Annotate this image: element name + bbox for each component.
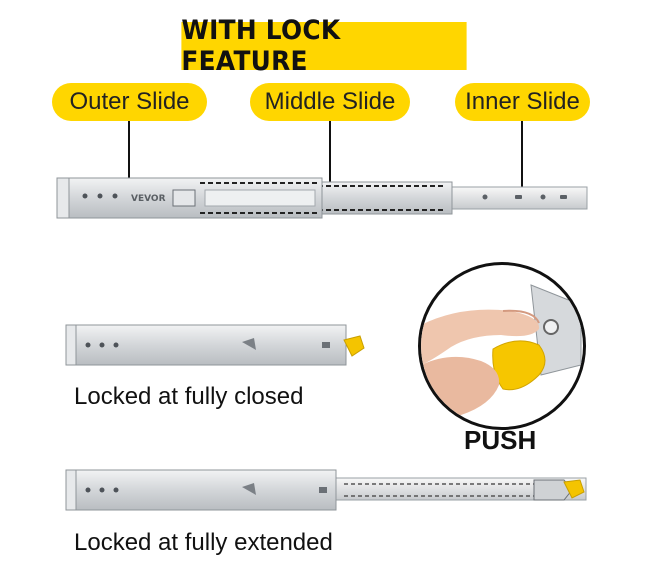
lock-lever-icon-extended [563, 479, 585, 499]
leader-inner [521, 121, 523, 197]
leader-outer [128, 121, 130, 187]
push-label: PUSH [464, 425, 537, 455]
title-text: WITH LOCK FEATURE [181, 15, 341, 77]
label-outer-slide: Outer Slide [52, 83, 207, 121]
slide-locked-extended [65, 469, 587, 511]
hand-press-icon [421, 284, 582, 418]
slide-assembly-extended: VEVOR [56, 177, 588, 219]
label-inner-slide: Inner Slide [455, 83, 590, 121]
caption-locked-closed: Locked at fully closed [74, 383, 304, 410]
title-banner: WITH LOCK FEATURE [181, 15, 467, 77]
label-outer-slide-text: Outer Slide [69, 88, 190, 115]
push-detail-circle [418, 262, 586, 430]
slide-locked-closed [65, 324, 365, 366]
lock-lever [172, 189, 196, 207]
lock-lever-icon [343, 335, 365, 357]
brand-stamp: VEVOR [131, 194, 166, 204]
leader-middle [329, 121, 331, 197]
label-inner-slide-text: Inner Slide [465, 88, 580, 115]
caption-locked-extended: Locked at fully extended [74, 529, 333, 556]
label-middle-slide: Middle Slide [250, 83, 410, 121]
label-middle-slide-text: Middle Slide [264, 88, 396, 115]
